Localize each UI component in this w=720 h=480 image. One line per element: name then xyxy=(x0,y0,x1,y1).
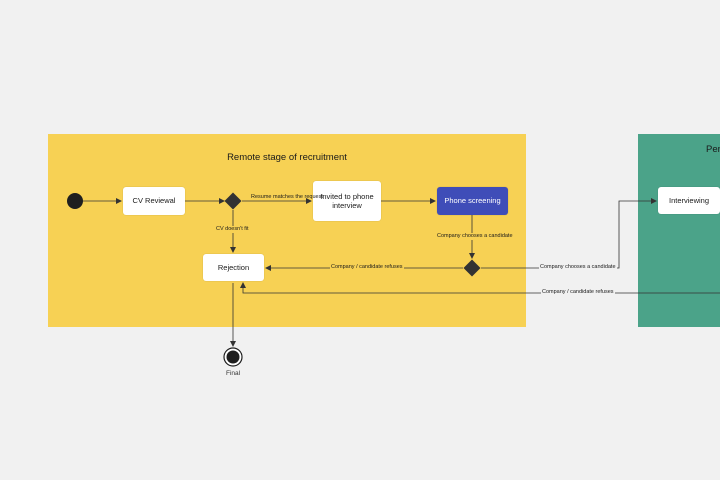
node-interviewing[interactable]: Interviewing xyxy=(658,187,720,214)
decision-node-2 xyxy=(463,259,481,277)
label-company-chooses-2: Company chooses a candidate xyxy=(539,264,617,271)
label-resume-matches: Resume matches the request xyxy=(251,194,323,200)
node-phone-screening[interactable]: Phone screening xyxy=(437,187,508,215)
lane-remote-title: Remote stage of recruitment xyxy=(227,152,347,163)
final-node-inner xyxy=(226,350,240,364)
label-cv-doesnt-fit: CV doesn't fit xyxy=(215,226,250,233)
node-invited-phone-interview[interactable]: Invited to phone interview xyxy=(313,181,381,221)
edge-interviewing-refuses xyxy=(240,282,720,294)
start-node xyxy=(67,193,83,209)
label-company-refuses-1: Company / candidate refuses xyxy=(330,264,404,271)
label-company-chooses-1: Company chooses a candidate xyxy=(436,233,514,240)
node-cv-review[interactable]: CV Reviewal xyxy=(123,187,185,215)
label-company-refuses-2: Company / candidate refuses xyxy=(541,289,615,296)
decision-node-1 xyxy=(224,192,242,210)
lane-person-stage: Per xyxy=(638,134,720,327)
lane-person-title: Per xyxy=(706,144,720,155)
lane-remote-stage: Remote stage of recruitment xyxy=(48,134,526,327)
node-rejection[interactable]: Rejection xyxy=(203,254,264,281)
label-final: Final xyxy=(226,370,241,377)
